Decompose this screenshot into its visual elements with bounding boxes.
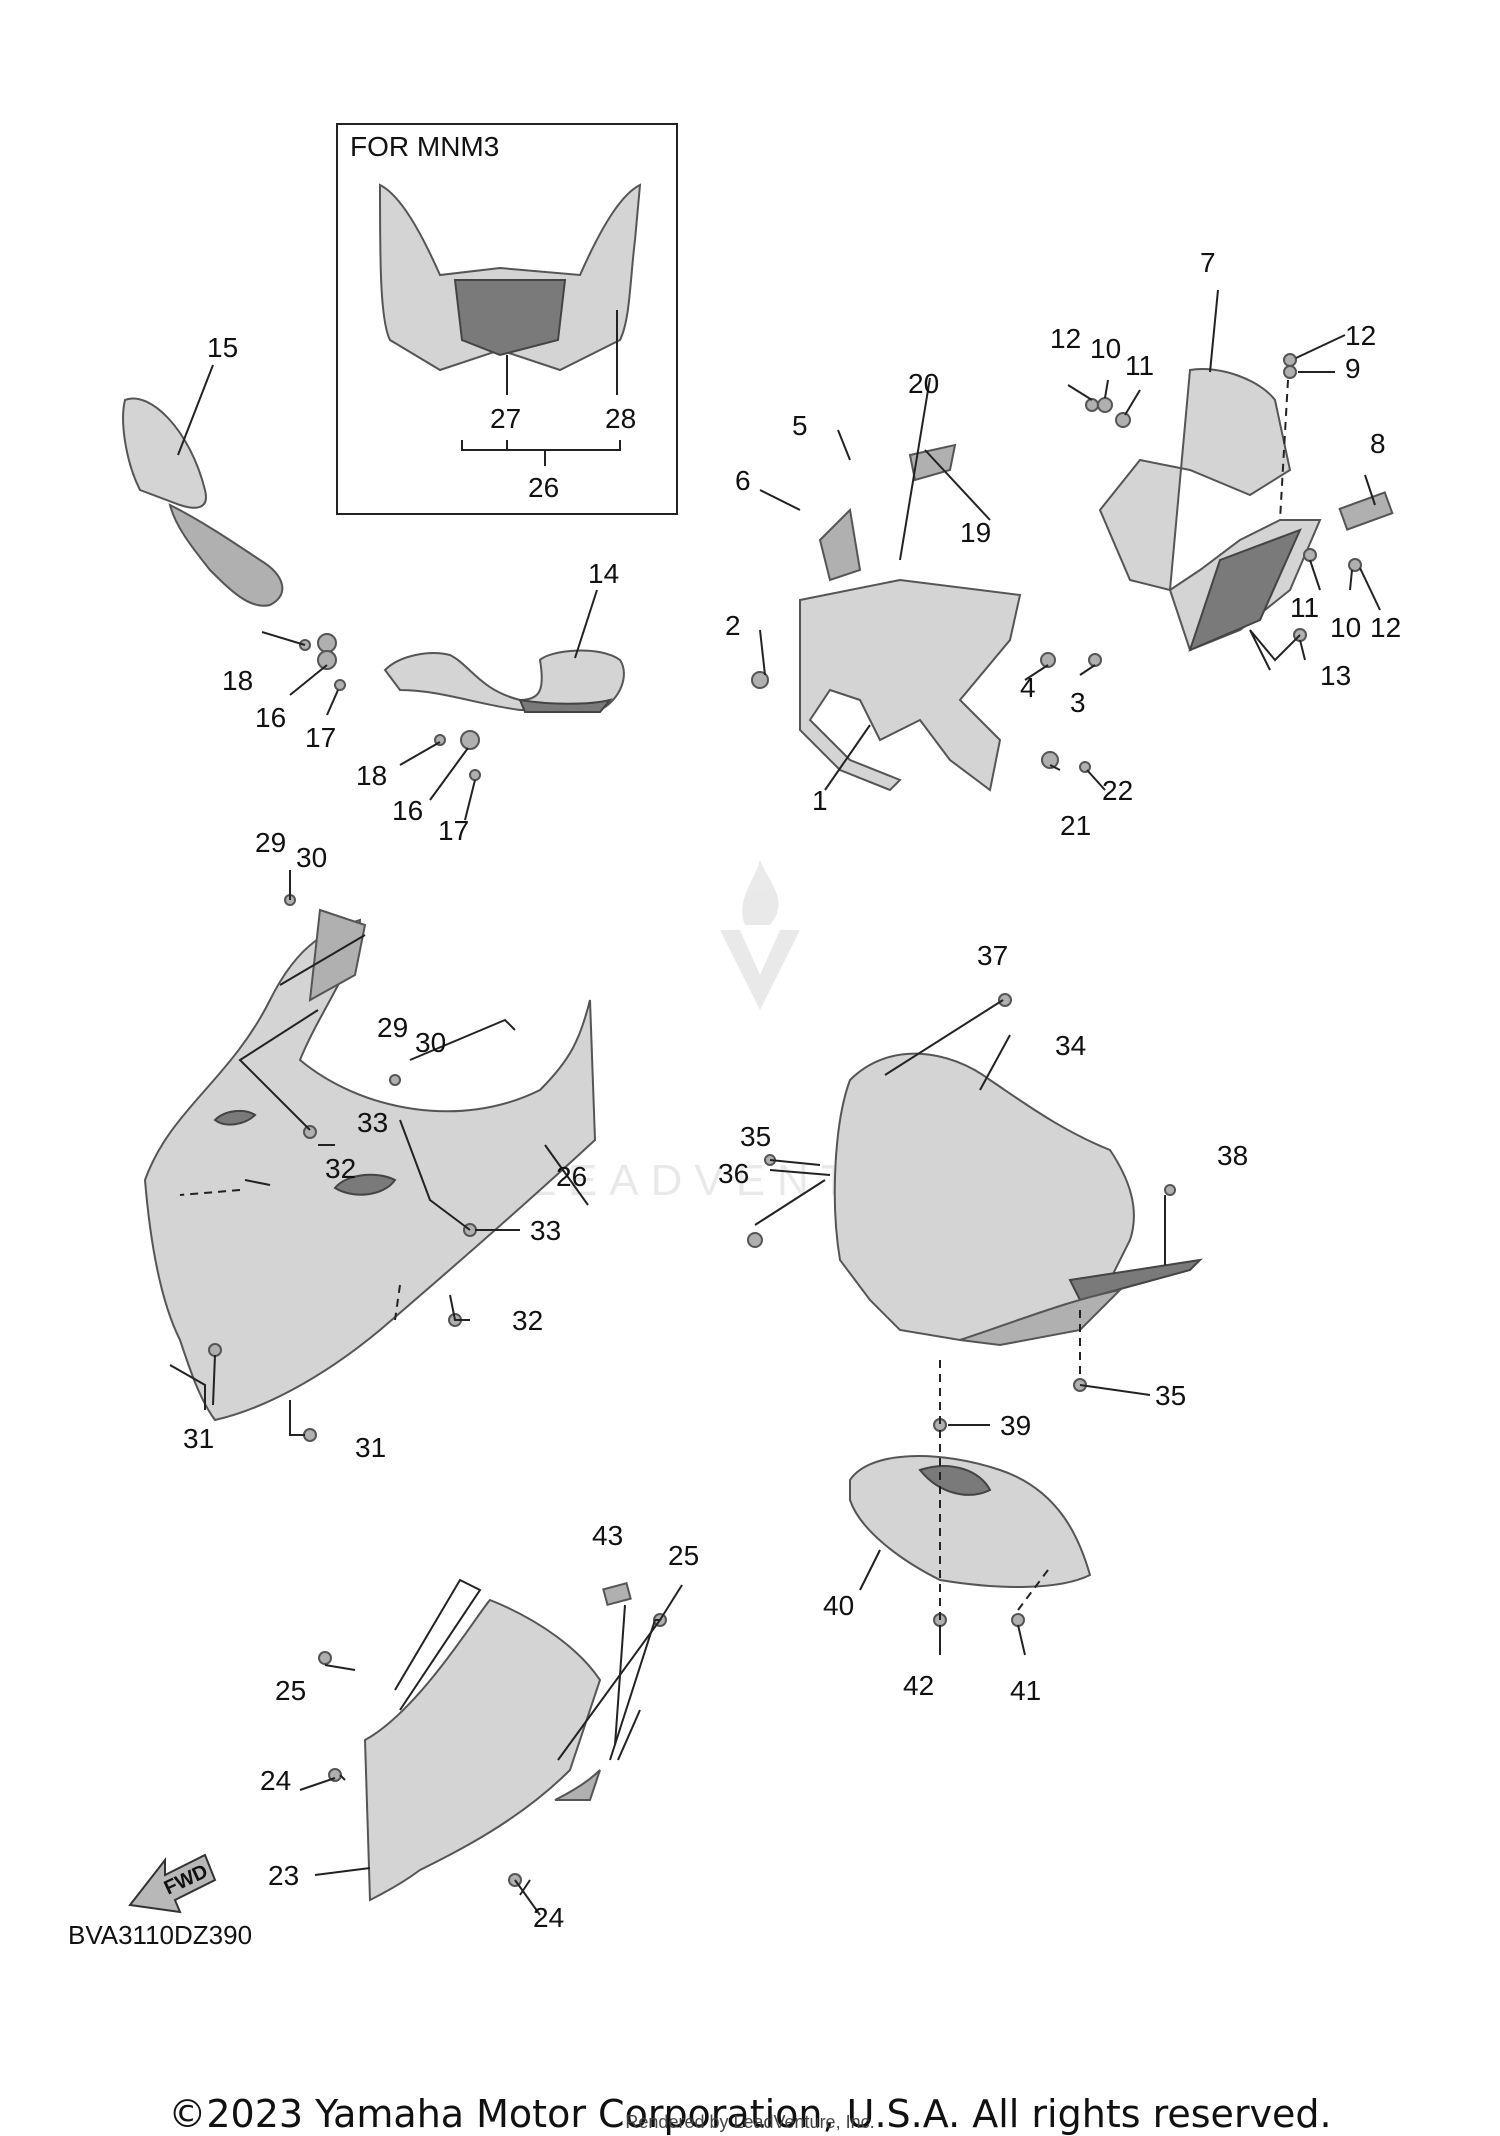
callout-12b: 12 xyxy=(1345,320,1376,351)
callout-24a: 24 xyxy=(260,1765,291,1796)
callout-11a: 11 xyxy=(1125,350,1154,381)
callout-33a: 33 xyxy=(357,1107,388,1138)
rear-cowling xyxy=(1098,289,1394,652)
callout-40: 40 xyxy=(823,1590,854,1621)
callout-13: 13 xyxy=(1320,660,1351,691)
callout-3: 3 xyxy=(1070,687,1086,718)
callout-37: 37 xyxy=(977,940,1008,971)
callout-10a: 10 xyxy=(1090,333,1121,364)
callout-31a: 31 xyxy=(183,1423,214,1454)
callout-1: 1 xyxy=(812,785,828,816)
callout-35b: 35 xyxy=(1155,1380,1186,1411)
callout-21: 21 xyxy=(1060,810,1091,841)
callout-28: 28 xyxy=(605,403,636,434)
diagram-code: BVA3110DZ390 xyxy=(68,1920,253,1950)
callout-14: 14 xyxy=(588,558,619,589)
callout-7: 7 xyxy=(1200,247,1216,278)
callout-39: 39 xyxy=(1000,1410,1031,1441)
windshield xyxy=(363,1598,602,1902)
callout-43: 43 xyxy=(592,1520,623,1551)
upper-cowl xyxy=(143,908,597,1422)
leader-lines xyxy=(169,334,1381,1916)
side-mirror xyxy=(383,589,625,713)
callout-36: 36 xyxy=(718,1158,749,1189)
callout-30b: 30 xyxy=(415,1027,446,1058)
callout-6: 6 xyxy=(735,465,751,496)
callout-9: 9 xyxy=(1345,353,1361,384)
callout-30a: 30 xyxy=(296,842,327,873)
callout-16b: 16 xyxy=(392,795,423,826)
under-cover xyxy=(849,1455,1092,1588)
callout-5: 5 xyxy=(792,410,808,441)
callout-24b: 24 xyxy=(533,1902,564,1933)
callout-19: 19 xyxy=(960,517,991,548)
callout-32a: 32 xyxy=(325,1153,356,1184)
callout-15: 15 xyxy=(207,332,238,363)
callout-34: 34 xyxy=(1055,1030,1086,1061)
callout-17a: 17 xyxy=(305,722,336,753)
inset-title: FOR MNM3 xyxy=(350,131,499,162)
callout-29a: 29 xyxy=(255,827,286,858)
callout-31b: 31 xyxy=(355,1432,386,1463)
callout-18a: 18 xyxy=(222,665,253,696)
callout-41: 41 xyxy=(1010,1675,1041,1706)
callout-32b: 32 xyxy=(512,1305,543,1336)
rendered-by: Rendered by LeadVenture, Inc. xyxy=(625,2112,875,2132)
inner-panel xyxy=(833,1052,1203,1347)
callout-10b: 10 xyxy=(1330,612,1361,643)
callout-20: 20 xyxy=(908,368,939,399)
callout-25b: 25 xyxy=(668,1540,699,1571)
callout-4: 4 xyxy=(1020,672,1036,703)
fwd-arrow: FWD xyxy=(128,1853,217,1914)
callout-23: 23 xyxy=(268,1860,299,1891)
callout-16a: 16 xyxy=(255,702,286,733)
callout-27: 27 xyxy=(490,403,521,434)
callout-11b: 11 xyxy=(1290,592,1319,623)
callout-22: 22 xyxy=(1102,775,1133,806)
callout-25a: 25 xyxy=(275,1675,306,1706)
callout-12a: 12 xyxy=(1050,323,1081,354)
mirror-assembly xyxy=(122,364,284,607)
callout-18b: 18 xyxy=(356,760,387,791)
front-frame-bracket xyxy=(799,443,1022,792)
callout-26a: 26 xyxy=(528,472,559,503)
callout-17b: 17 xyxy=(438,815,469,846)
callout-33b: 33 xyxy=(530,1215,561,1246)
callout-42: 42 xyxy=(903,1670,934,1701)
callout-26b: 26 xyxy=(556,1161,587,1192)
callout-38: 38 xyxy=(1217,1140,1248,1171)
callout-12c: 12 xyxy=(1370,612,1401,643)
callout-8: 8 xyxy=(1370,428,1386,459)
callout-29b: 29 xyxy=(377,1012,408,1043)
callout-35a: 35 xyxy=(740,1121,771,1152)
inset-box: FOR MNM3 xyxy=(336,123,678,515)
callout-labels: 1 2 3 4 5 6 7 8 9 10 10 11 11 12 12 12 1… xyxy=(183,247,1401,1933)
callout-2: 2 xyxy=(725,610,741,641)
